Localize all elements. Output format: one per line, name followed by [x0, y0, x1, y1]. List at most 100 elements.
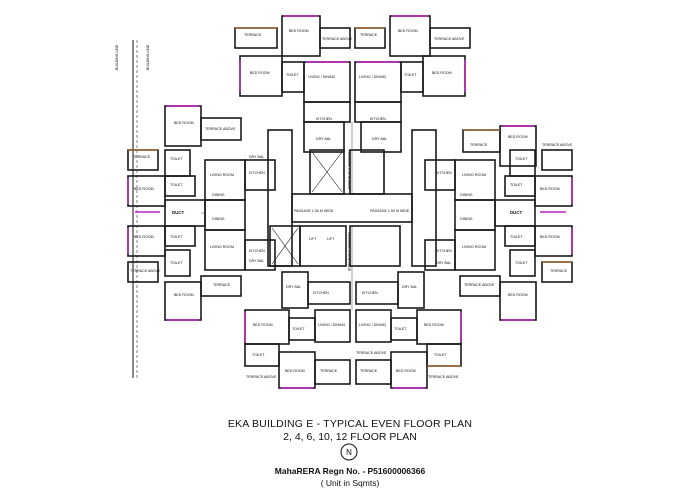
right-wing [424, 125, 573, 321]
core [267, 129, 437, 267]
lift-crosses [271, 151, 343, 265]
right-wing-windows [502, 125, 573, 321]
label-living-dining: LIVING / DINING [359, 323, 387, 327]
label-toilet: TOILET [170, 261, 183, 265]
label-bed-room: BED ROOM [174, 293, 194, 297]
label-bed-room: BED ROOM [289, 29, 309, 33]
label-bed-room: BED ROOM [134, 187, 154, 191]
label-bed-room: BED ROOM [508, 293, 528, 297]
label-passage-vertical: PASSAGE 1.50 M WIDE [347, 150, 351, 190]
label-terrace-above: TERRACE ABOVE [246, 375, 277, 379]
label-toilet: TOILET [510, 183, 523, 187]
bottom-wing [244, 271, 462, 389]
label-kitchen: KITCHEN [436, 249, 452, 253]
top-wing [234, 15, 471, 153]
label-dining: DINING [460, 193, 473, 197]
label-living-room: LIVING ROOM [462, 173, 486, 177]
label-bed-room: BED ROOM [432, 71, 452, 75]
label-terrace: TERRACE [320, 369, 338, 373]
label-bed-room: BED ROOM [540, 187, 560, 191]
label-terrace: TERRACE [213, 283, 231, 287]
label-dry-bal: DRY BAL [249, 155, 264, 159]
interior-lines [201, 122, 353, 310]
label-dining: DINING [212, 217, 225, 221]
label-kitchen: KITCHEN [370, 117, 386, 121]
label-kitchen: KITCHEN [436, 171, 452, 175]
label-dry-bal: DRY BAL [436, 261, 451, 265]
label-terrace: TERRACE [360, 369, 378, 373]
label-bed-room: BED ROOM [508, 135, 528, 139]
label-bed-room: BED ROOM [424, 323, 444, 327]
label-toilet: TOILET [252, 353, 265, 357]
north-label: N [346, 448, 352, 457]
building-line: BUILDING LINE BUILDING LINE [115, 40, 150, 378]
label-toilet: TOILET [515, 261, 528, 265]
label-dry-bal: DRY BAL [402, 285, 417, 289]
label-toilet: TOILET [510, 235, 523, 239]
label-living-dining: LIVING / DINING [308, 75, 336, 79]
label-terrace-above: TERRACE ABOVE [130, 269, 161, 273]
label-kitchen: KITCHEN [362, 291, 378, 295]
label-kitchen: KITCHEN [249, 171, 265, 175]
building-line-label-2: BUILDING LINE [146, 44, 150, 70]
label-living-dining: LIVING / DINING [359, 75, 387, 79]
label-lift: LIFT [327, 237, 335, 241]
label-terrace: TERRACE [360, 33, 378, 37]
label-terrace: TERRACE [244, 33, 262, 37]
plan-floors: 2, 4, 6, 10, 12 FLOOR PLAN [283, 431, 417, 443]
label-bed-room: BED ROOM [398, 29, 418, 33]
label-kitchen: KITCHEN [316, 117, 332, 121]
label-passage: PASSAGE 1.50 M WIDE [370, 209, 410, 213]
label-duct: DUCT [510, 210, 523, 215]
label-duct: DUCT [172, 210, 185, 215]
left-wing-windows [127, 105, 199, 321]
label-terrace: TERRACE [470, 143, 488, 147]
bottom-wing-windows [244, 312, 462, 389]
label-bed-room: BED ROOM [250, 71, 270, 75]
rera-registration: MahaRERA Regn No. - P51600006366 [274, 466, 426, 476]
label-bed-room: BED ROOM [540, 235, 560, 239]
label-terrace: TERRACE [550, 269, 568, 273]
label-living-room: LIVING ROOM [210, 173, 234, 177]
label-terrace-above: TERRACE ABOVE [356, 351, 387, 355]
label-living-room: LIVING ROOM [210, 245, 234, 249]
label-toilet: TOILET [286, 73, 299, 77]
label-terrace-above: TERRACE ABOVE [464, 283, 495, 287]
label-terrace-above: TERRACE ABOVE [434, 37, 465, 41]
label-living-room: LIVING ROOM [462, 245, 486, 249]
label-dining: DINING [212, 193, 225, 197]
label-toilet: TOILET [434, 353, 447, 357]
label-dining: DINING [460, 217, 473, 221]
label-dry-bal: DRY BAL [372, 137, 387, 141]
label-bed-room: BED ROOM [253, 323, 273, 327]
label-terrace-above: TERRACE ABOVE [205, 127, 236, 131]
label-toilet: TOILET [404, 73, 417, 77]
label-lift: LIFT [309, 237, 317, 241]
label-toilet: TOILET [394, 327, 407, 331]
label-bed-room: BED ROOM [134, 235, 154, 239]
room-labels: BED ROOM BED ROOM TERRACE TERRACE TERRAC… [130, 29, 573, 379]
label-dry-bal: DRY BAL [316, 137, 331, 141]
label-terrace-above: TERRACE ABOVE [428, 375, 459, 379]
label-bed-room: BED ROOM [396, 369, 416, 373]
label-toilet: TOILET [292, 327, 305, 331]
label-terrace-above: TERRACE ABOVE [542, 143, 573, 147]
label-living-dining: LIVING / DINING [318, 323, 346, 327]
label-toilet: TOILET [515, 157, 528, 161]
label-bed-room: BED ROOM [285, 369, 305, 373]
label-passage: PASSAGE 1.50 M WIDE [294, 209, 334, 213]
plan-title: EKA BUILDING E - TYPICAL EVEN FLOOR PLAN [227, 418, 473, 430]
label-kitchen: KITCHEN [249, 249, 265, 253]
floor-plan: BUILDING LINE BUILDING LINE [115, 15, 573, 389]
label-terrace: TERRACE [133, 155, 151, 159]
label-toilet: TOILET [170, 183, 183, 187]
label-dry-bal: DRY BAL [249, 259, 264, 263]
label-terrace-above: TERRACE ABOVE [322, 37, 353, 41]
label-bed-room: BED ROOM [174, 121, 194, 125]
label-toilet: TOILET [170, 157, 183, 161]
label-dry-bal: DRY BAL [286, 285, 301, 289]
right-wing-terrace-accent [463, 129, 572, 263]
building-line-label: BUILDING LINE [115, 44, 119, 70]
top-wing-windows [239, 15, 466, 92]
label-passage-vertical: PASSAGE 1.50 M WIDE [347, 232, 351, 272]
